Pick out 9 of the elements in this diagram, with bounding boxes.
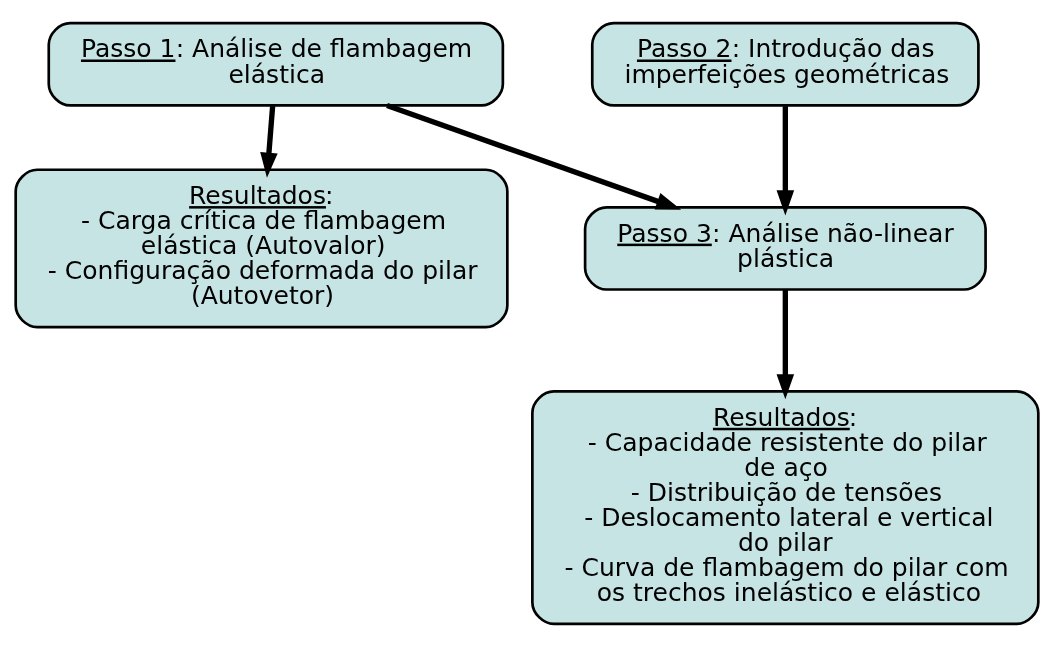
arrow (386, 102, 682, 210)
arrow (776, 289, 795, 399)
node-box: Passo 1: Análise de flambagem elástica (47, 21, 505, 107)
node-box: Passo 2: Introdução das imperfeições geométricas (590, 21, 980, 107)
node-box: Passo 3: Análise não-linear plástica (583, 205, 987, 291)
node-box: Resultados: - Carga crítica de flambagem elástica (Autovalor) - Configuração deformada do pilar (Autovetor) (14, 167, 509, 328)
arrow (776, 105, 795, 215)
node-box: Resultados: - Capacidade resistente do pilar de aço - Distribuição de tensões - Deslocamento lateral e vertical do pilar - Curva de flambagem do pilar com os trechos inelástico e elástico (531, 389, 1040, 625)
arrow (260, 105, 278, 178)
